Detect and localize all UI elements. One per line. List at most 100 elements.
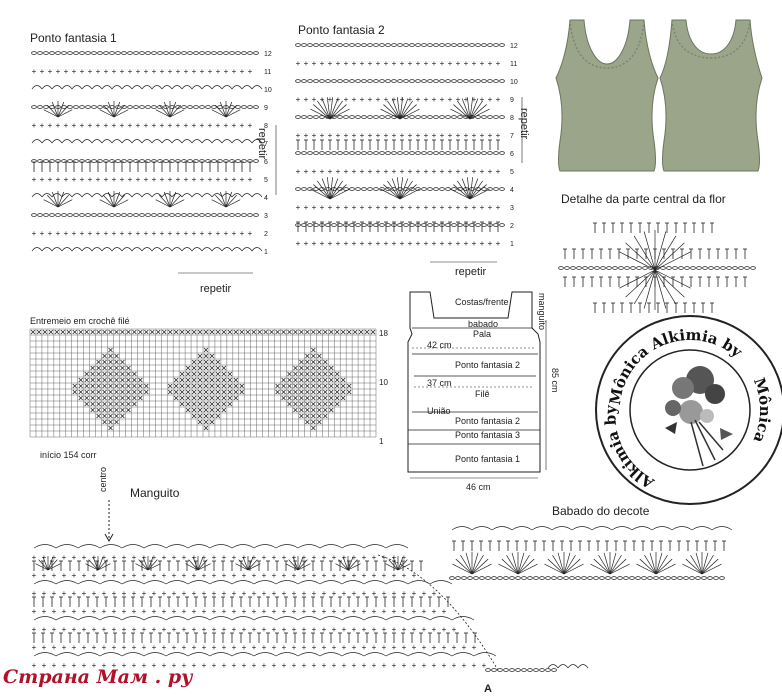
single-crochet-stitch: + [144, 229, 149, 238]
filled-block [191, 359, 197, 365]
fan-stitch [452, 563, 473, 575]
fan-stitch [690, 555, 703, 575]
filled-block [102, 413, 107, 419]
chain-arc [55, 544, 79, 549]
filled-block [114, 371, 119, 377]
chain-arc [451, 652, 475, 657]
chain-arc [319, 616, 343, 621]
filled-block [293, 329, 298, 335]
fan-stitch [329, 177, 334, 200]
filled-block [233, 395, 239, 401]
single-crochet-stitch: + [262, 661, 267, 670]
single-crochet-stitch: + [320, 167, 325, 176]
filled-block [102, 419, 107, 425]
chain-stitch [337, 151, 343, 155]
single-crochet-stitch: + [322, 571, 327, 580]
row-number: 9 [510, 97, 514, 104]
garment-photo-back [659, 19, 763, 172]
chain-stitch [31, 213, 37, 217]
single-crochet-stitch: + [400, 167, 405, 176]
single-crochet-stitch: + [272, 589, 277, 598]
filled-block [102, 353, 107, 359]
filled-block [245, 329, 251, 335]
single-crochet-stitch: + [352, 661, 357, 670]
chain-stitch [55, 51, 61, 55]
chain-arc [209, 652, 233, 657]
single-crochet-stitch: + [352, 167, 357, 176]
single-crochet-stitch: + [372, 643, 377, 652]
single-crochet-stitch: + [376, 95, 381, 104]
chain-stitch [97, 51, 103, 55]
single-crochet-stitch: + [304, 95, 309, 104]
single-crochet-stitch: + [352, 607, 357, 616]
fan-stitch [225, 194, 237, 208]
filled-block [90, 395, 95, 401]
single-crochet-stitch: + [62, 589, 67, 598]
filled-block [114, 413, 119, 419]
single-crochet-stitch: + [372, 589, 377, 598]
chain-stitch [331, 187, 337, 191]
row-number: 7 [510, 133, 514, 140]
single-crochet-stitch: + [52, 661, 57, 670]
single-crochet-stitch: + [408, 239, 413, 248]
single-crochet-stitch: + [152, 625, 157, 634]
fan-stitch [685, 558, 703, 575]
point-a-label: A [484, 683, 492, 695]
fan-stitch [655, 555, 668, 575]
single-crochet-stitch: + [400, 239, 405, 248]
chain-stitch [672, 266, 678, 270]
chain-stitch [43, 159, 49, 163]
single-crochet-stitch: + [64, 121, 69, 130]
filled-block [126, 365, 131, 371]
chain-stitch [659, 576, 665, 580]
chain-arc [99, 544, 123, 549]
chain-stitch [151, 51, 157, 55]
filled-block [281, 395, 286, 401]
chain-stitch [145, 213, 151, 217]
single-crochet-stitch: + [56, 67, 61, 76]
single-crochet-stitch: + [112, 643, 117, 652]
single-crochet-stitch: + [182, 607, 187, 616]
chain-arc [385, 616, 409, 621]
chain-stitch [175, 51, 181, 55]
chain-arc [171, 247, 183, 252]
single-crochet-stitch: + [282, 589, 287, 598]
filled-block [90, 407, 95, 413]
chain-stitch [253, 105, 259, 109]
single-crochet-stitch: + [412, 661, 417, 670]
single-crochet-stitch: + [448, 203, 453, 212]
fan-stitch [453, 104, 471, 120]
row-number: 3 [264, 213, 268, 220]
filled-block [120, 371, 125, 377]
diagram-ponto-fantasia-2: 12++++++++++++++++++++++++++1110++++++++… [295, 43, 523, 263]
fan-stitch [649, 552, 657, 575]
filled-block [317, 383, 322, 389]
filet-row-10: 10 [379, 378, 388, 387]
single-crochet-stitch: + [304, 59, 309, 68]
fan-stitch [310, 108, 331, 120]
single-crochet-stitch: + [368, 167, 373, 176]
fan-stitch [625, 242, 656, 271]
single-crochet-stitch: + [432, 131, 437, 140]
filled-block [334, 377, 340, 383]
chain-arc [319, 580, 343, 585]
chain-stitch [451, 79, 457, 83]
filled-block [102, 407, 107, 413]
fan-stitch [155, 199, 171, 208]
single-crochet-stitch: + [322, 553, 327, 562]
single-crochet-stitch: + [464, 203, 469, 212]
fan-stitch [317, 100, 331, 120]
single-crochet-stitch: + [432, 625, 437, 634]
fan-stitch [329, 178, 339, 200]
chain-stitch [463, 79, 469, 83]
fan-stitch [215, 104, 227, 118]
single-crochet-stitch: + [432, 661, 437, 670]
filled-block [90, 365, 95, 371]
single-crochet-stitch: + [252, 643, 257, 652]
filled-block [138, 383, 143, 389]
chain-arc [55, 580, 79, 585]
fan-stitch [225, 101, 233, 118]
filled-block [197, 419, 203, 425]
single-crochet-stitch: + [342, 625, 347, 634]
filled-block [221, 365, 227, 371]
